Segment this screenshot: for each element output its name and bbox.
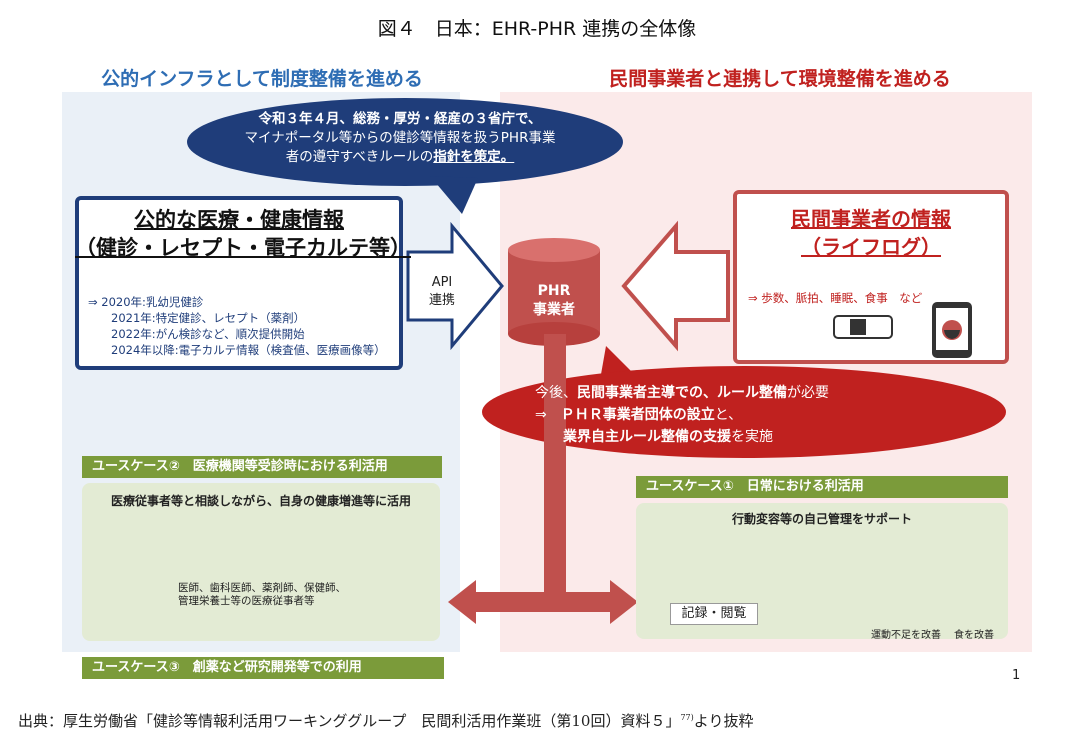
public-info-title: 公的な医療・健康情報 （健診・レセプト・電子カルテ等）	[75, 206, 411, 262]
private-info-title-line2: （ライフログ）	[801, 235, 941, 259]
phr-cylinder-icon	[508, 238, 600, 346]
rule-line3c: を実施	[731, 429, 773, 445]
record-view-label: 記録・閲覧	[670, 603, 758, 625]
rule-line1a: 今後、	[535, 385, 577, 401]
rule-callout: 今後、民間事業者主導での、ルール整備が必要 ⇒ ＰＨＲ事業者団体の設立と、 業界…	[535, 382, 945, 448]
public-info-box	[75, 196, 403, 370]
guideline-callout: 令和３年４月、総務・厚労・経産の３省庁で、 マイナポータル等からの健診等情報を扱…	[215, 110, 585, 167]
usecase2-caption-line2: 管理栄養士等の医療従事者等	[178, 595, 315, 607]
usecase2-panel	[82, 483, 440, 641]
callout-line3b: 指針を策定。	[433, 149, 515, 165]
usecase1-label: ユースケース① 日常における利活用	[636, 476, 1008, 498]
timeline-item: 2021年:特定健診、レセプト（薬剤）	[88, 311, 306, 325]
usecase3-label: ユースケース③ 創薬など研究開発等での利用	[82, 657, 444, 679]
rule-line3b: 業界自主ルール整備の支援	[563, 429, 731, 445]
rule-callout-shape	[482, 366, 1006, 458]
right-heading: 民間事業者と連携して環境整備を進める	[609, 68, 951, 90]
rule-line1b: 民間事業者主導での、ルール整備	[577, 385, 787, 401]
food-caption: 食を改善	[954, 630, 994, 641]
usecase2-caption-line1: 医師、歯科医師、薬剤師、保健師、	[178, 582, 346, 594]
rule-line2c: と、	[714, 407, 743, 423]
timeline-item: ⇒ 2020年:乳幼児健診	[88, 295, 204, 309]
private-data-arrow	[621, 220, 730, 352]
guideline-callout-pointer	[430, 176, 478, 214]
timeline-item: 2024年以降:電子カルテ情報（検査値、医療画像等）	[88, 343, 386, 357]
usecase2-desc: 医療従事者等と相談しながら、自身の健康増進等に活用	[110, 494, 411, 508]
source-tail: より抜粋	[693, 712, 754, 730]
usecase2-caption: 医師、歯科医師、薬剤師、保健師、 管理栄養士等の医療従事者等	[178, 582, 418, 608]
wristband-icon	[833, 315, 893, 339]
rule-line2a: ⇒	[535, 407, 561, 423]
api-arrow	[406, 221, 504, 351]
api-label-line2: 連携	[428, 293, 455, 308]
callout-line1: 令和３年４月、総務・厚労・経産の３省庁で、	[258, 111, 542, 127]
usecase-double-arrow	[448, 580, 638, 624]
public-info-timeline: ⇒ 2020年:乳幼児健診 2021年:特定健診、レセプト（薬剤） 2022年:…	[88, 294, 398, 358]
rule-line1c: が必要	[787, 385, 829, 401]
public-info-title-line2: （健診・レセプト・電子カルテ等）	[75, 236, 411, 260]
timeline-item: 2022年:がん検診など、順次提供開始	[88, 327, 305, 341]
rule-line3a	[535, 429, 563, 445]
api-label-line1: API	[431, 275, 453, 290]
public-info-title-line1: 公的な医療・健康情報	[134, 208, 344, 232]
phr-label-line1: PHR	[537, 283, 571, 299]
callout-line2: マイナポータル等からの健診等情報を扱うPHR事業	[244, 130, 556, 146]
usecase1-desc: 行動変容等の自己管理をサポート	[731, 512, 912, 526]
page-number: 1	[1012, 668, 1021, 683]
exercise-caption: 運動不足を改善	[871, 630, 941, 641]
api-label: API 連携	[408, 274, 476, 310]
wearable-icons	[833, 302, 972, 358]
phone-meal-icon	[932, 302, 972, 358]
callout-line3a: 者の遵守すべきルールの	[285, 149, 434, 165]
phr-stem-connector	[544, 334, 566, 596]
private-info-items: ⇒ 歩数、脈拍、睡眠、食事 など	[748, 291, 923, 305]
usecase2-label: ユースケース② 医療機関等受診時における利活用	[82, 456, 442, 478]
left-heading: 公的インフラとして制度整備を進める	[101, 68, 423, 90]
source-footnote-ref: 77)	[680, 713, 694, 722]
private-info-title: 民間事業者の情報 （ライフログ）	[733, 205, 1009, 261]
figure-title: 図４ 日本：EHR-PHR 連携の全体像	[377, 18, 697, 40]
source-text: 出典：厚生労働省「健診等情報利活用ワーキンググループ 民間利活用作業班（第10回…	[18, 712, 681, 730]
phr-label: PHR 事業者	[506, 282, 602, 320]
phr-label-line2: 事業者	[533, 302, 575, 318]
rule-line2b: ＰＨＲ事業者団体の設立	[560, 407, 715, 423]
source-citation: 出典：厚生労働省「健診等情報利活用ワーキンググループ 民間利活用作業班（第10回…	[18, 710, 753, 731]
guideline-callout-shape	[187, 98, 623, 186]
private-info-title-line1: 民間事業者の情報	[791, 207, 951, 231]
